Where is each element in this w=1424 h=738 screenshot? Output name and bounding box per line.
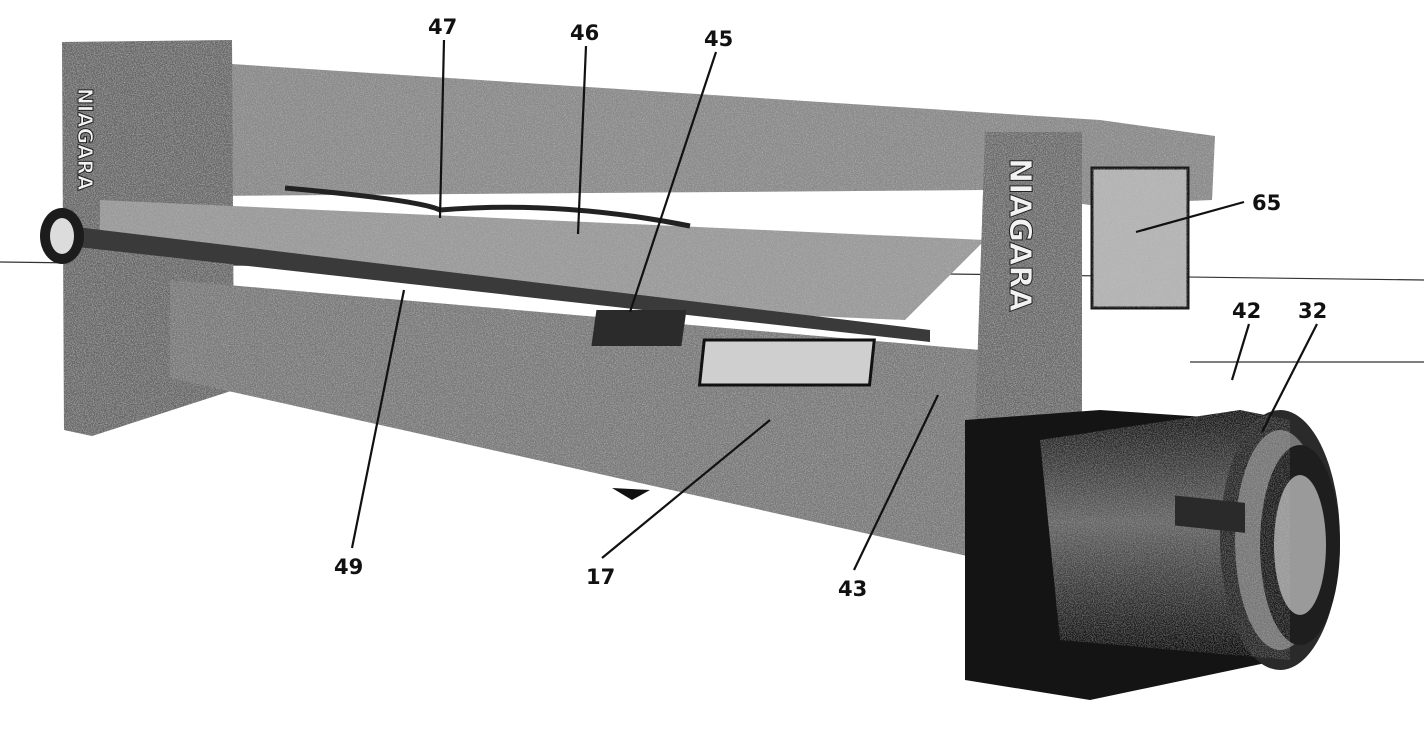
leader-17 — [601, 419, 771, 559]
callout-46: 46 — [570, 21, 599, 45]
sliding-block — [591, 310, 687, 346]
leader-43 — [853, 394, 939, 571]
callout-32: 32 — [1298, 299, 1327, 323]
callout-49: 49 — [334, 555, 363, 579]
leader-lines — [350, 39, 1318, 571]
leader-45 — [628, 51, 718, 313]
callout-43: 43 — [838, 577, 867, 601]
callout-42: 42 — [1232, 299, 1261, 323]
leader-47 — [438, 39, 446, 219]
leader-32 — [1261, 323, 1318, 433]
callout-17: 17 — [586, 565, 615, 589]
callout-45: 45 — [704, 27, 733, 51]
shear-machine — [40, 40, 1340, 700]
callout-65: 65 — [1252, 191, 1281, 215]
leader-49 — [350, 289, 406, 549]
rod — [60, 225, 930, 342]
leader-42 — [1230, 323, 1251, 381]
motor — [1040, 410, 1340, 670]
leader-65 — [1135, 200, 1245, 234]
brand-right: NIAGARA — [1002, 158, 1037, 312]
callouts: 47 46 45 65 42 32 49 17 43 — [334, 15, 1327, 601]
leader-46 — [576, 45, 588, 235]
callout-47: 47 — [428, 15, 457, 39]
brand-left: NIAGARA — [73, 88, 97, 191]
sheet-guide — [284, 185, 691, 229]
